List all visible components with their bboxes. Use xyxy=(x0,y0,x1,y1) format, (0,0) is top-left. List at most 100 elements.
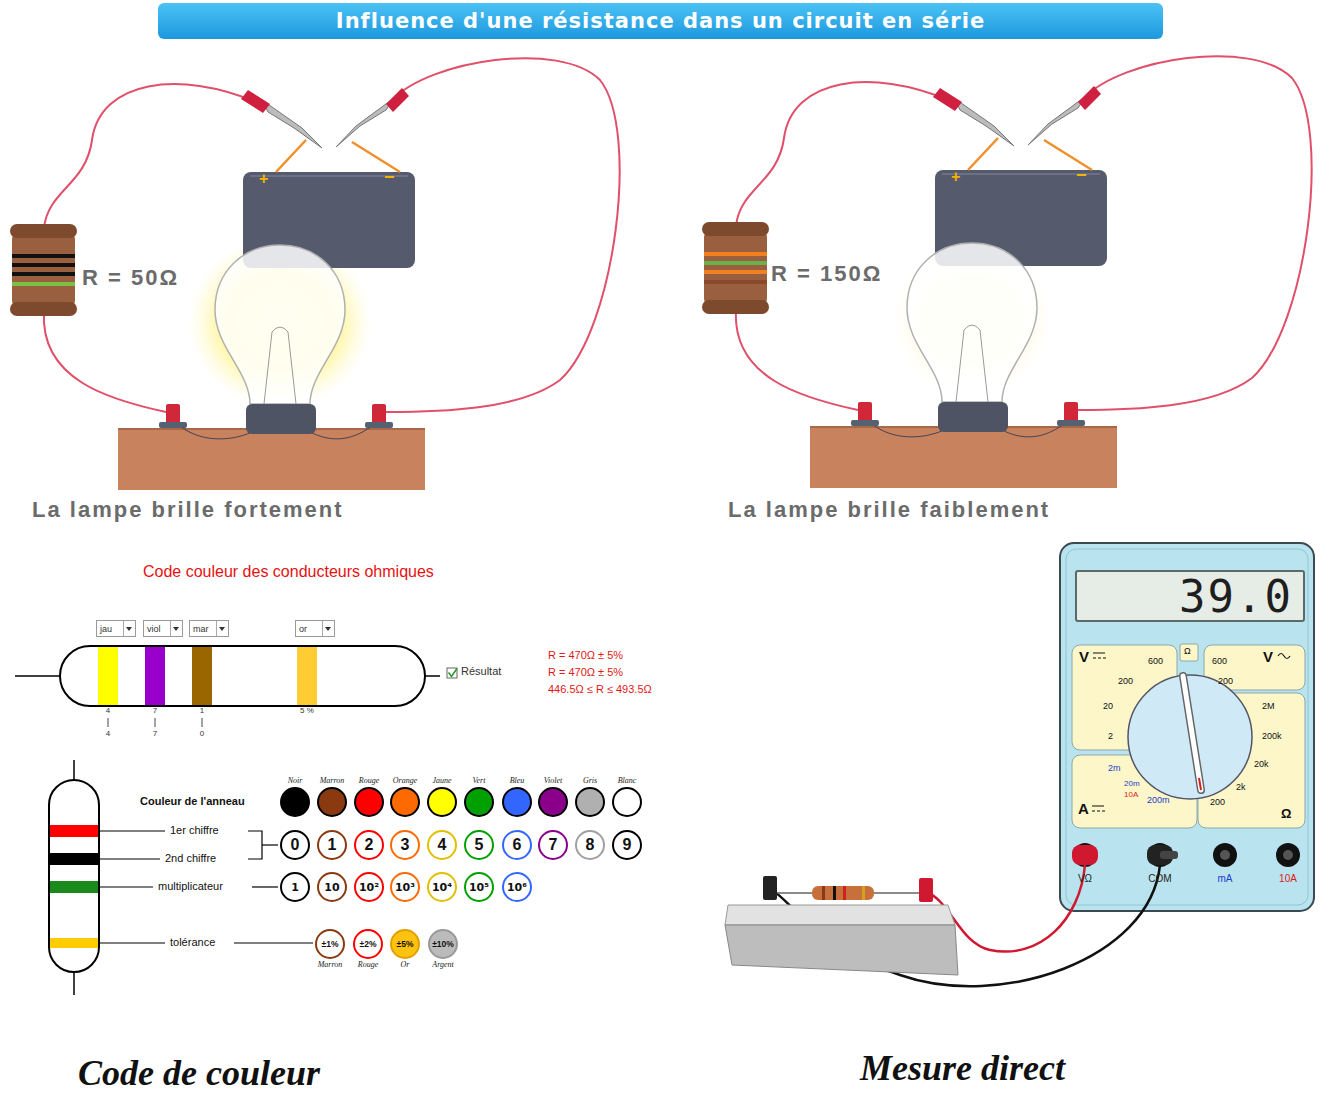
multiplier-circle: 10³ xyxy=(390,872,420,902)
color-ring: Jaune xyxy=(427,787,457,817)
color-ring: Vert xyxy=(464,787,494,817)
node-text: 4 xyxy=(438,836,447,854)
digit-circle: 3 xyxy=(390,830,420,860)
node-text: 39.0 xyxy=(1179,571,1293,622)
node-text: 5 xyxy=(475,836,484,854)
digit-circle: 6 xyxy=(502,830,532,860)
band-dropdown: or xyxy=(295,620,335,637)
color-ring: Bleu xyxy=(502,787,532,817)
digit-circle: 0 xyxy=(280,830,310,860)
color-ring: Violet xyxy=(538,787,568,817)
row-label: 1er chiffre xyxy=(170,824,219,837)
dial-label: 10A xyxy=(1124,790,1138,799)
band-value: 0 xyxy=(200,729,204,738)
node-text: Rouge xyxy=(359,776,379,785)
result-text: R = 470Ω ± 5% xyxy=(548,666,623,679)
band-value: 1 xyxy=(200,706,204,715)
dial-label: 200m xyxy=(1147,795,1170,805)
tolerance-circle: ±2%Rouge xyxy=(353,929,383,959)
node-text: ±10% xyxy=(432,939,454,949)
dial-label: 20m xyxy=(1124,779,1140,788)
node-text: Orange xyxy=(393,776,417,785)
dial-label: 2 xyxy=(1108,731,1113,741)
row-label: tolérance xyxy=(170,936,215,949)
multiplier-circle: 10⁴ xyxy=(427,872,457,902)
band-value: 7 xyxy=(153,706,157,715)
multiplier-circle: 1 xyxy=(280,872,310,902)
dial-label: Ω xyxy=(1281,807,1291,822)
resistance-value: R = 50Ω xyxy=(82,265,179,290)
node-text: 9 xyxy=(623,836,632,854)
node-text: 10² xyxy=(359,881,379,894)
band-value: 5 % xyxy=(300,706,314,715)
tolerance-circle: ±10%Argent xyxy=(428,929,458,959)
polarity-sign: − xyxy=(384,167,395,188)
node-text: Marron xyxy=(320,776,345,785)
node-caption: Argent xyxy=(432,960,453,969)
node-text: Violet xyxy=(544,776,563,785)
node-text: 6 xyxy=(513,836,522,854)
node-text: ±5% xyxy=(397,939,414,949)
digit-circle: 2 xyxy=(354,830,384,860)
node-text: viol xyxy=(147,624,161,634)
node-text: 2 xyxy=(365,836,374,854)
node-text: ±2% xyxy=(360,939,377,949)
node-text: 8 xyxy=(586,836,595,854)
dropdown-arrow xyxy=(123,621,135,636)
dropdown-arrow xyxy=(322,621,334,636)
node-text: 3 xyxy=(401,836,410,854)
node-text: ±1% xyxy=(322,939,339,949)
node-text: 7 xyxy=(549,836,558,854)
node-caption: Marron xyxy=(318,960,343,969)
result-text: 446.5Ω ≤ R ≤ 493.5Ω xyxy=(548,683,652,696)
result-text: R = 470Ω ± 5% xyxy=(548,649,623,662)
node-text: Noir xyxy=(288,776,303,785)
observation-text: La lampe brille fortement xyxy=(32,497,344,522)
color-ring: Blanc xyxy=(612,787,642,817)
figure-caption: Mesure direct xyxy=(860,1048,1065,1089)
dial-label: 20 xyxy=(1103,701,1113,711)
node-text: mar xyxy=(193,624,209,634)
polarity-sign: − xyxy=(1076,165,1087,186)
dial-label: V xyxy=(1263,648,1273,665)
row-label: Couleur de l'anneau xyxy=(140,795,245,808)
dropdown-arrow xyxy=(216,621,228,636)
tolerance-circle: ±5%Or xyxy=(390,929,420,959)
node-text: 10⁵ xyxy=(469,881,489,894)
node-text: Vert xyxy=(473,776,486,785)
node-text: Blanc xyxy=(618,776,637,785)
checkbox-label: Résultat xyxy=(461,665,501,678)
dial-label: 2M xyxy=(1262,701,1275,711)
dial-label: 200 xyxy=(1218,676,1233,686)
node-text: 10⁶ xyxy=(507,881,527,894)
node-text: Jaune xyxy=(432,776,451,785)
node-caption: Rouge xyxy=(358,960,378,969)
dial-label: 20k xyxy=(1254,759,1269,769)
color-ring: Rouge xyxy=(354,787,384,817)
node-text: 10⁴ xyxy=(432,881,452,894)
band-dropdown: mar xyxy=(189,620,229,637)
band-dropdown: viol xyxy=(143,620,183,637)
dial-label: Ω xyxy=(1184,646,1191,656)
node-text: Gris xyxy=(583,776,597,785)
title-text: Influence d'une résistance dans un circu… xyxy=(336,9,985,33)
digit-circle: 4 xyxy=(427,830,457,860)
section-heading: Code couleur des conducteurs ohmiques xyxy=(143,563,434,581)
dropdown-arrow xyxy=(170,621,182,636)
node-text: 10 xyxy=(324,881,339,894)
dial-label: 200 xyxy=(1210,797,1225,807)
node-text: 0 xyxy=(291,836,300,854)
digit-circle: 9 xyxy=(612,830,642,860)
band-value: 7 xyxy=(153,729,157,738)
tolerance-circle: ±1%Marron xyxy=(315,929,345,959)
port-label: COM xyxy=(1148,873,1171,885)
dial-label: A xyxy=(1078,800,1089,817)
dial-label: 2m xyxy=(1108,763,1121,773)
figure-caption: Code de couleur xyxy=(78,1053,320,1094)
observation-text: La lampe brille faiblement xyxy=(728,497,1050,522)
port-label: mA xyxy=(1218,873,1233,885)
row-label: 2nd chiffre xyxy=(165,852,216,865)
color-ring: Gris xyxy=(575,787,605,817)
lcd-display: 39.0 xyxy=(1075,570,1305,622)
